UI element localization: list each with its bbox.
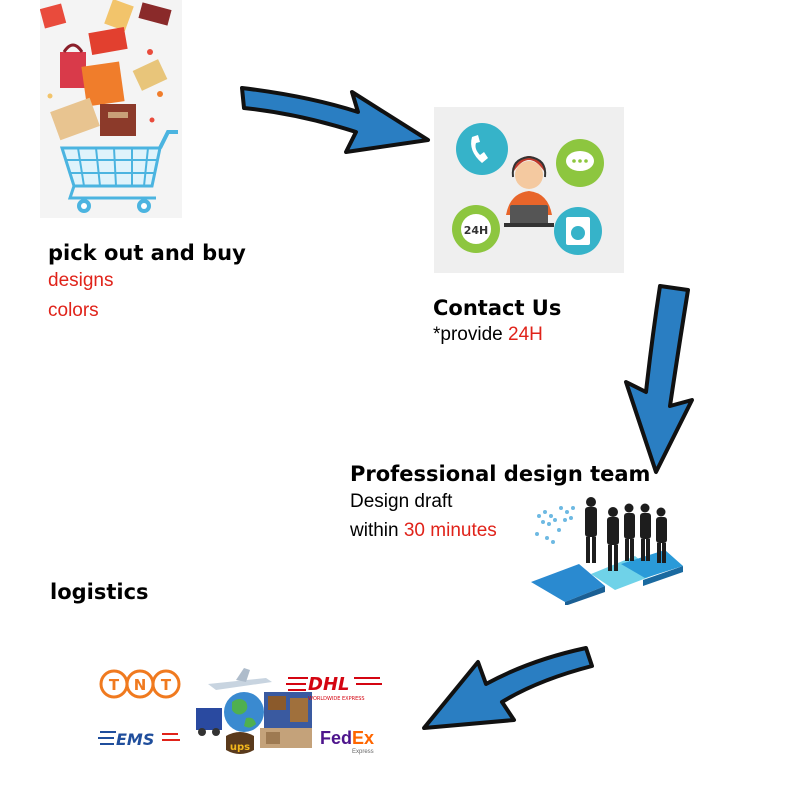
shopping-illustration [39,0,182,218]
step2-provide-highlight: 24H [508,324,543,345]
svg-text:N: N [134,676,147,694]
step3-design-draft: Design draft [350,491,453,512]
svg-text:WORLDWIDE EXPRESS: WORLDWIDE EXPRESS [308,696,365,702]
svg-text:T: T [109,676,120,694]
shopping-cart-icon [39,0,178,213]
svg-text:Fed: Fed [320,728,352,748]
arrow-right-icon [240,86,430,154]
arrow-down-left-icon [422,646,594,730]
fedex-logo: Fed Ex Express [320,728,374,755]
svg-text:DHL: DHL [308,674,349,695]
step2-title: Contact Us [433,296,562,320]
step3-within-line: within 30 minutes [350,520,497,542]
step3-title: Professional design team [350,462,651,486]
step2-provide-prefix: *provide [433,324,508,345]
svg-text:Ex: Ex [352,728,374,748]
step3-within-highlight: 30 minutes [403,520,497,541]
dhl-logo: DHL WORLDWIDE EXPRESS [286,674,382,702]
svg-text:Express: Express [352,749,374,755]
logistics-illustration: T N T EMS ups DHL [96,662,392,762]
step3-within-prefix: within [350,520,404,541]
contact-24h-label: 24H [464,224,489,237]
svg-text:ups: ups [230,742,250,753]
step1-colors: colors [48,300,99,321]
step4-title: logistics [50,580,149,604]
step2-provide-line: *provide 24H [433,324,543,346]
tnt-logo: T N T [99,669,181,699]
carrier-logos: T N T EMS ups DHL [98,668,382,755]
step1-title: pick out and buy [48,241,246,265]
contact-illustration: 24H [434,107,624,273]
step1-designs: designs [48,270,114,291]
svg-text:T: T [161,676,172,694]
arrow-down-icon [624,284,694,474]
ems-logo: EMS [98,730,180,749]
team-illustration [525,490,685,606]
shipping-collage-icon: ups [196,668,312,754]
headset-agent-icon: 24H [452,123,604,255]
svg-text:EMS: EMS [116,730,154,749]
business-team-icon [531,497,683,606]
